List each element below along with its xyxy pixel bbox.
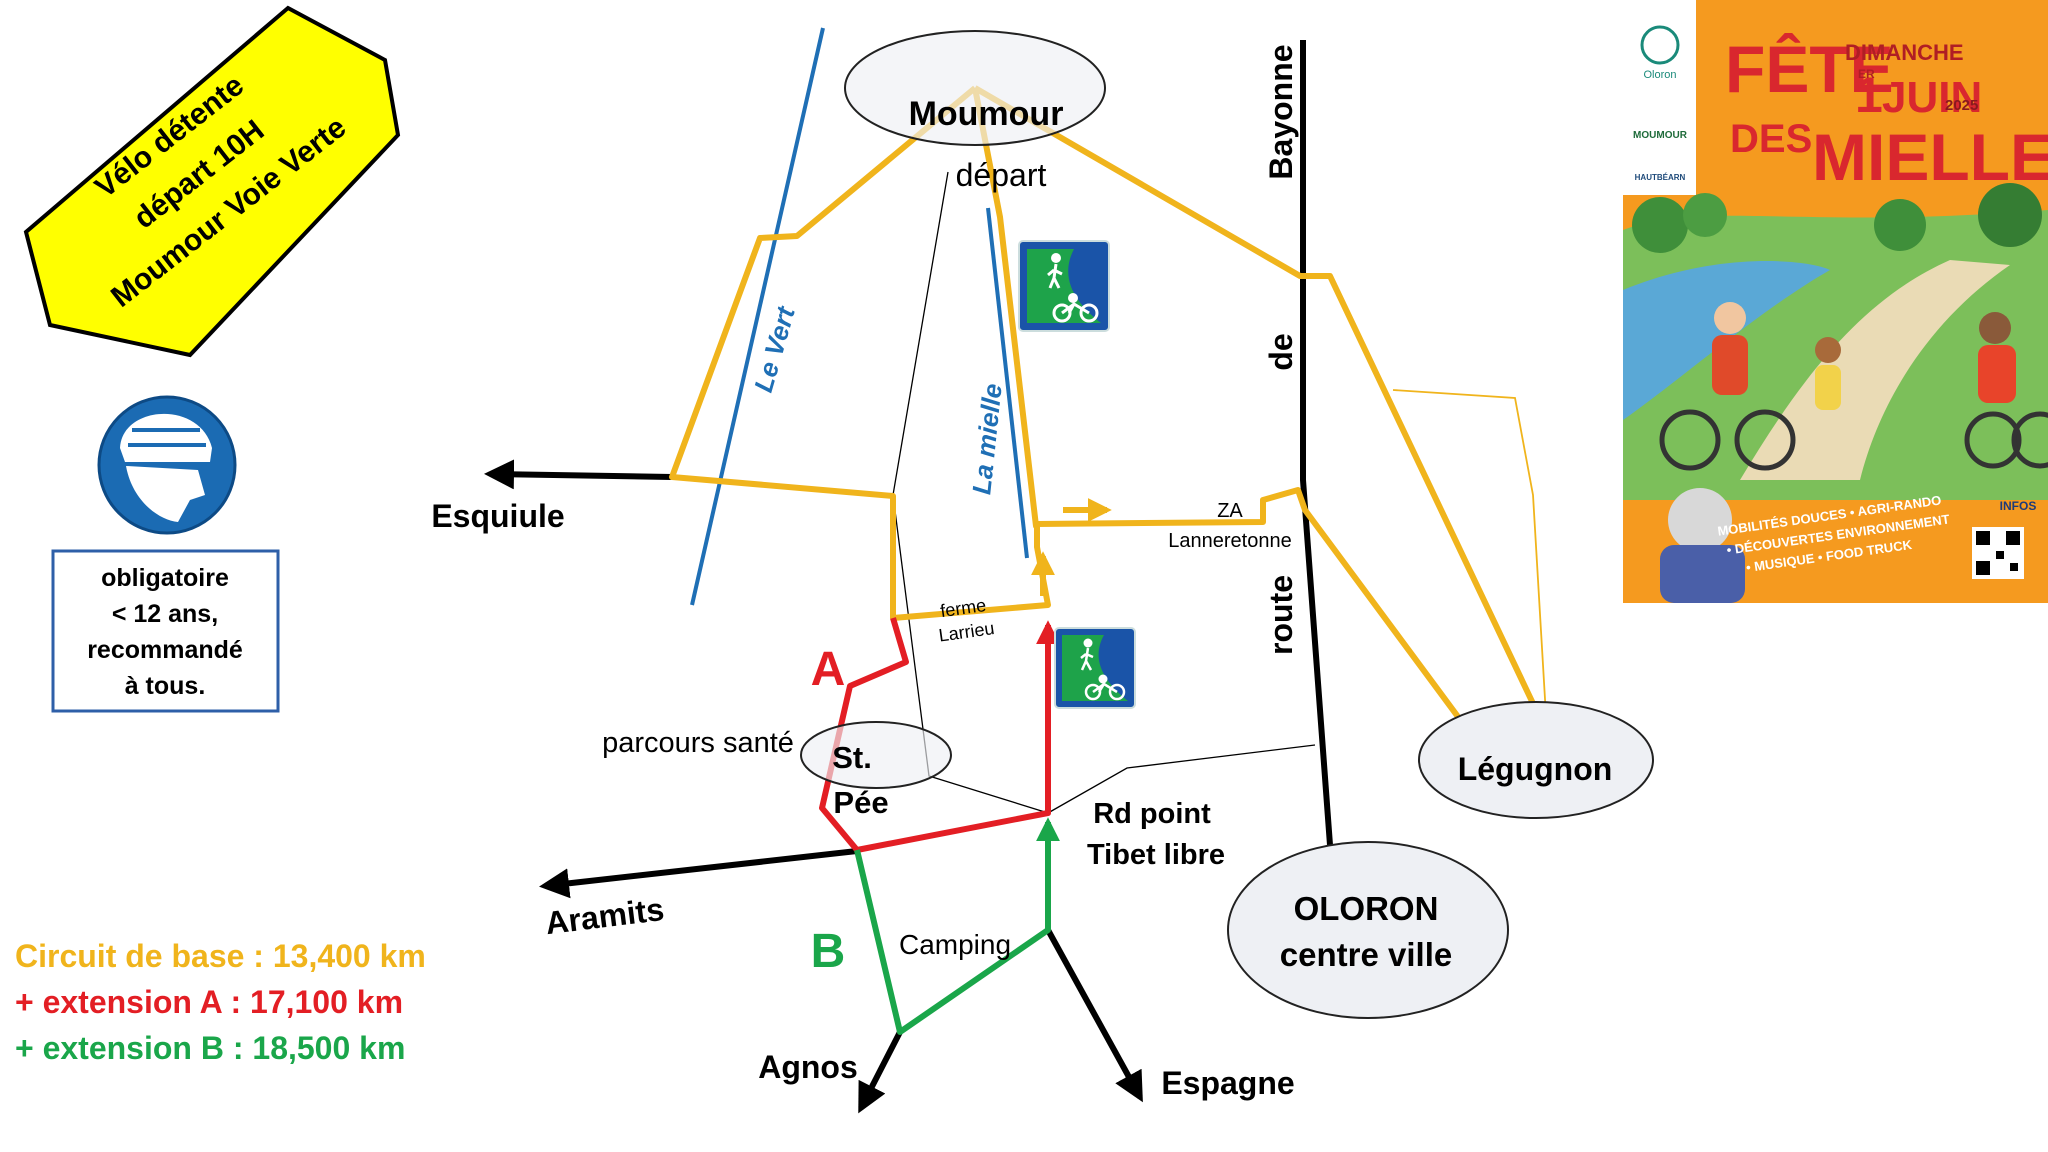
oloron-logo [1640,25,1680,65]
legugnon-ellipse [1418,701,1654,819]
river-le-vert [690,27,825,606]
poster-bike-icon [1659,409,1721,471]
label-st: St. [832,740,872,775]
poster-title-1: FÊTE [1725,32,1894,106]
direction-arrows [484,459,1143,1114]
extension-a [819,617,1060,853]
event-poster: Oloron MOUMOUR HAUTBÉARN FÊTE DES MIELLE… [1623,0,2048,603]
pedestrian-icon [1083,638,1093,648]
legend: Circuit de base : 13,400 km + extension … [15,938,426,1066]
arrow-espagne [1045,928,1143,1103]
marker-b: B [811,925,846,978]
bike-icon [1098,674,1108,684]
poster-date: 1 [1855,67,1883,123]
marker-a: A [811,643,846,696]
label-bayonne: Bayonne [1263,44,1299,179]
label-tibet-libre: Tibet libre [1087,839,1225,871]
label-centre-ville: centre ville [1280,936,1452,973]
label-oloron: OLORON [1294,890,1439,927]
arrow-esquiule [484,459,673,490]
helmet-sign: obligatoire < 12 ans, recommandé à tous. [51,395,280,713]
base-circuit [669,85,1550,736]
label-la-mielle: La mielle [966,382,1007,496]
poster-title-2: DES [1730,117,1812,161]
extension-b [854,817,1060,1035]
helmet-line-4: à tous. [125,672,206,700]
river-la-mielle [986,207,1029,559]
label-camping: Camping [899,929,1011,960]
label-moumour: Moumour [909,95,1064,133]
legend-ext-a: + extension A : 17,100 km [15,984,403,1020]
helmet-line-1: obligatoire [101,564,229,592]
oloron-ellipse [1227,841,1509,1019]
start-sign: Vélo détente départ 10H Moumour Voie Ver… [23,5,401,358]
moumour-logo: MOUMOUR [1633,130,1688,141]
moumour-ellipse [844,30,1106,146]
label-legugnon: Légugnon [1458,751,1613,787]
label-de: de [1263,333,1299,370]
poster-infos-label: INFOS [2000,499,2037,513]
label-za: ZA [1217,500,1243,522]
arrow-agnos [858,1030,903,1114]
greenway-sign-1 [1018,240,1110,332]
hautbearn-logo: HAUTBÉARN [1635,173,1686,182]
label-pee: Pée [833,785,888,820]
legend-base: Circuit de base : 13,400 km [15,938,426,974]
label-parcours-sante: parcours santé [602,727,794,759]
arrow-aramits [539,848,858,899]
label-lanneretonne: Lanneretonne [1168,530,1291,552]
greenway-sign-2 [1054,627,1136,709]
legend-ext-b: + extension B : 18,500 km [15,1030,405,1066]
minor-roads [892,171,1316,814]
label-depart: départ [956,157,1047,193]
label-esquiule: Esquiule [431,498,564,534]
label-agnos: Agnos [758,1049,858,1085]
label-espagne: Espagne [1161,1065,1294,1101]
st-pee-ellipse [800,721,952,789]
poster-day: DIMANCHE [1845,40,1964,65]
poster-year: 2025 [1945,97,1978,114]
label-larrieu: Larrieu [937,618,995,646]
label-route: route [1263,575,1299,655]
helmet-line-2: < 12 ans, [112,600,218,628]
label-ferme: ferme [939,595,987,621]
svg-text:Oloron: Oloron [1643,69,1676,81]
rivers [690,27,1029,606]
svg-text:ER: ER [1858,67,1875,81]
label-aramits: Aramits [543,891,666,941]
helmet-line-3: recommandé [87,636,243,664]
label-rd-point: Rd point [1093,798,1211,830]
bike-icon [1068,293,1078,303]
poster-month: JUIN [1882,73,1982,122]
route-de-bayonne [1300,40,1333,846]
pedestrian-icon [1051,253,1061,263]
poster-title-3: MIELLES [1812,120,2048,194]
